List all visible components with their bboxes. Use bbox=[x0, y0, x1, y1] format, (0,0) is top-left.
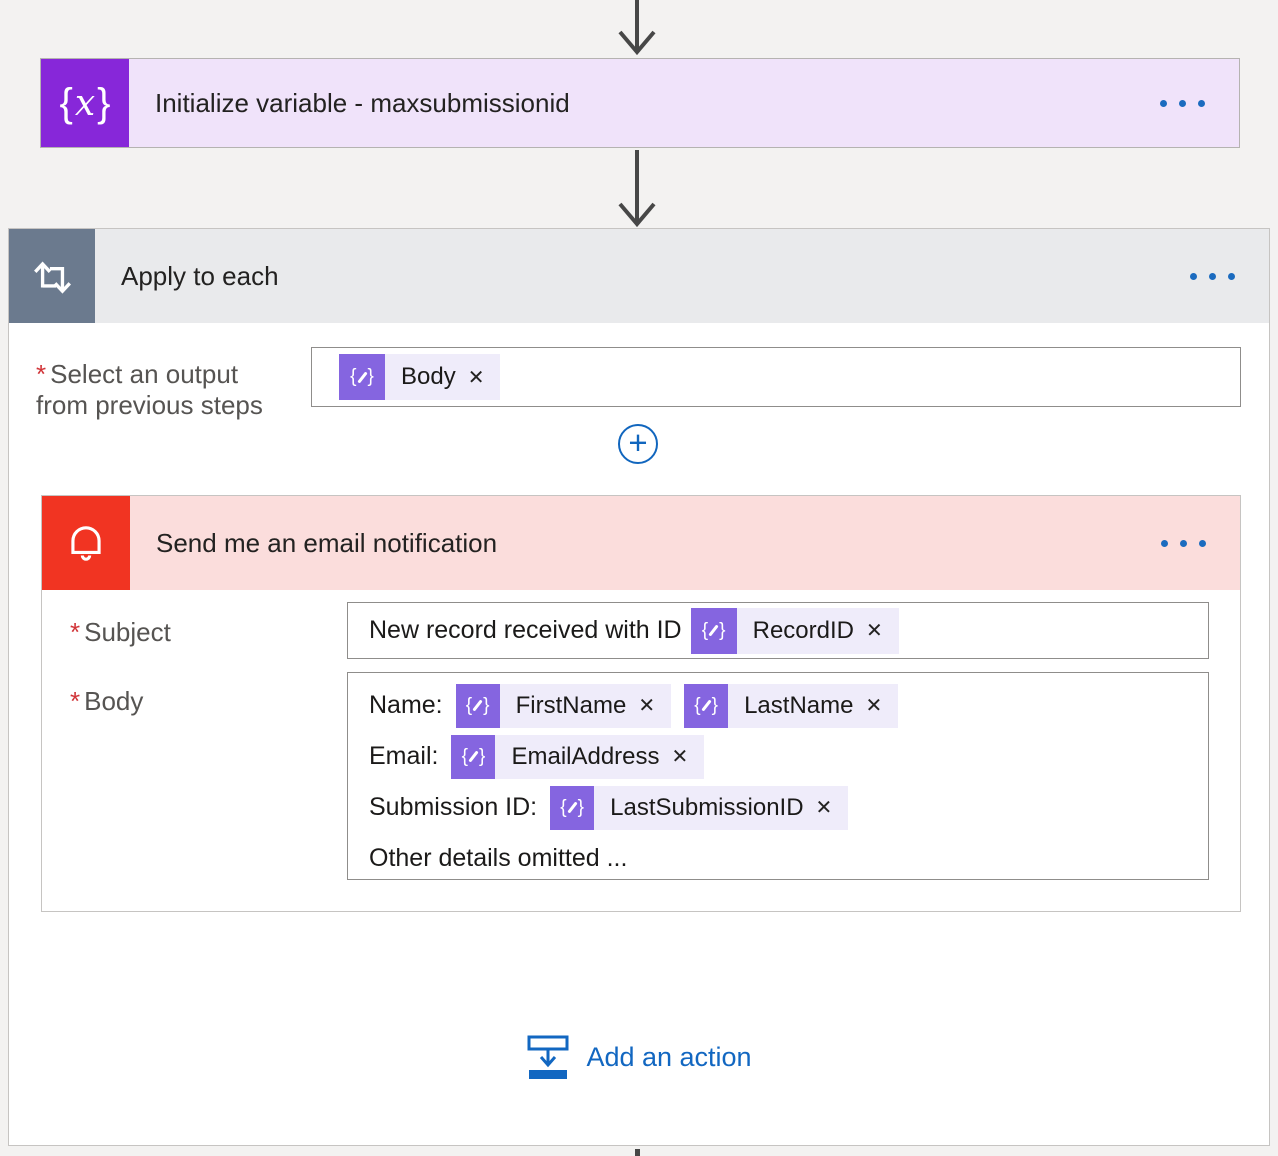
dynamic-content-icon: {} bbox=[451, 734, 496, 779]
required-marker: * bbox=[36, 359, 47, 389]
body-line-email: Email: {} EmailAddress ✕ bbox=[369, 731, 1208, 782]
dynamic-token-firstname[interactable]: {} FirstName ✕ bbox=[455, 683, 672, 728]
connector-stub bbox=[635, 1149, 640, 1156]
more-options-button[interactable] bbox=[1149, 496, 1240, 590]
dynamic-token-recordid[interactable]: {} RecordID ✕ bbox=[690, 607, 899, 654]
card-title: Send me an email notification bbox=[156, 527, 498, 558]
send-email-header[interactable]: Send me an email notification bbox=[42, 496, 1240, 590]
body-line-name: Name: {} FirstName ✕ {} bbox=[369, 680, 1208, 731]
ellipsis-icon bbox=[1160, 99, 1167, 107]
token-remove-icon[interactable]: ✕ bbox=[865, 695, 883, 717]
required-marker: * bbox=[70, 686, 81, 716]
more-options-button[interactable] bbox=[1148, 59, 1239, 147]
select-output-label: *Select an output from previous steps bbox=[36, 359, 263, 420]
add-action-label: Add an action bbox=[586, 1042, 752, 1072]
body-label: *Body bbox=[70, 686, 144, 716]
variable-icon: {x} bbox=[41, 59, 129, 147]
dynamic-content-icon: {} bbox=[455, 683, 500, 728]
send-email-notification-card: Send me an email notification *Subject N… bbox=[41, 495, 1241, 912]
subject-input[interactable]: New record received with ID {} RecordID … bbox=[347, 602, 1209, 659]
ellipsis-icon bbox=[1190, 272, 1197, 280]
token-label: RecordID bbox=[752, 616, 854, 644]
token-remove-icon[interactable]: ✕ bbox=[638, 695, 656, 717]
token-remove-icon[interactable]: ✕ bbox=[866, 620, 883, 642]
add-action-button[interactable]: Add an action bbox=[526, 1034, 752, 1081]
dynamic-token-lastname[interactable]: {} LastName ✕ bbox=[684, 683, 899, 728]
token-label: LastName bbox=[744, 691, 854, 719]
token-label: LastSubmissionID bbox=[610, 793, 804, 821]
required-marker: * bbox=[70, 617, 81, 647]
dynamic-token-body[interactable]: {} Body ✕ bbox=[339, 354, 501, 400]
insert-step-button[interactable]: + bbox=[618, 424, 658, 464]
token-label: FirstName bbox=[515, 691, 627, 719]
dynamic-content-icon: {} bbox=[684, 683, 729, 728]
body-line-submission-id: Submission ID: {} LastSubmissionID ✕ bbox=[369, 782, 1208, 833]
token-remove-icon[interactable]: ✕ bbox=[467, 366, 485, 389]
connector-arrow-down-icon bbox=[618, 0, 656, 56]
token-label: EmailAddress bbox=[511, 742, 660, 770]
dynamic-token-lastsubmissionid[interactable]: {} LastSubmissionID ✕ bbox=[550, 785, 849, 830]
token-remove-icon[interactable]: ✕ bbox=[815, 797, 833, 819]
notification-bell-icon bbox=[42, 496, 130, 590]
apply-to-each-header[interactable]: Apply to each bbox=[9, 229, 1269, 323]
dynamic-content-icon: {} bbox=[690, 607, 737, 654]
token-remove-icon[interactable]: ✕ bbox=[671, 746, 689, 768]
body-input[interactable]: Name: {} FirstName ✕ {} bbox=[347, 672, 1209, 880]
subject-text: New record received with ID bbox=[369, 616, 682, 644]
ellipsis-icon bbox=[1161, 539, 1168, 547]
connector-arrow-down-icon bbox=[618, 150, 656, 228]
apply-to-each-scope: Apply to each *Select an output from pre… bbox=[8, 228, 1270, 1146]
select-output-input[interactable]: {} Body ✕ bbox=[311, 347, 1241, 407]
loop-icon bbox=[9, 229, 95, 323]
scope-title: Apply to each bbox=[121, 260, 279, 291]
dynamic-content-icon: {} bbox=[339, 354, 385, 400]
token-label: Body bbox=[401, 363, 456, 390]
dynamic-content-icon: {} bbox=[550, 785, 595, 830]
subject-label: *Subject bbox=[70, 617, 171, 647]
initialize-variable-card[interactable]: {x} Initialize variable - maxsubmissioni… bbox=[40, 58, 1240, 148]
dynamic-token-emailaddress[interactable]: {} EmailAddress ✕ bbox=[451, 734, 705, 779]
more-options-button[interactable] bbox=[1178, 229, 1269, 323]
body-line-other: Other details omitted ... bbox=[369, 844, 628, 872]
card-title: Initialize variable - maxsubmissionid bbox=[155, 87, 570, 118]
add-action-icon bbox=[527, 1035, 569, 1079]
